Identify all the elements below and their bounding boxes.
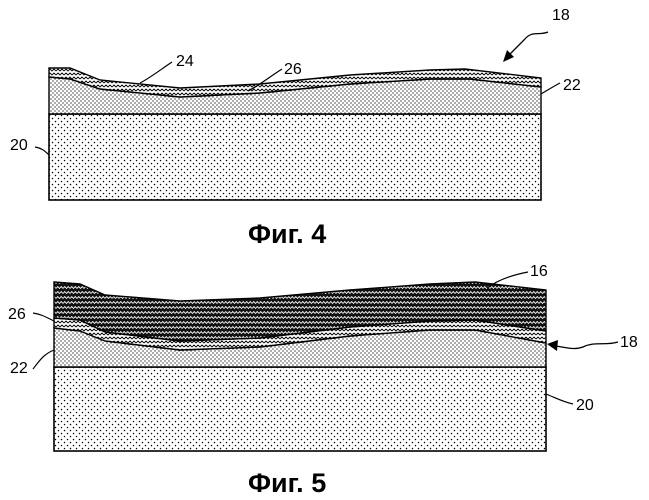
fig5-label-20: 20 — [576, 397, 594, 414]
fig5-substrate-layer — [54, 367, 546, 451]
fig4-arrow-18 — [508, 32, 548, 56]
fig4-leader-20 — [35, 147, 49, 155]
fig4-label-20: 20 — [10, 137, 28, 154]
fig5-leader-26 — [33, 313, 54, 321]
fig4-label-26: 26 — [284, 61, 302, 78]
fig4-label-24: 24 — [176, 53, 194, 70]
fig4-leader-22 — [541, 83, 560, 94]
figure-5: 16 26 18 22 20 Фиг. 5 — [8, 263, 638, 498]
figure-4: 24 26 18 22 20 Фиг. 4 — [10, 7, 581, 249]
fig5-label-22: 22 — [10, 360, 28, 377]
fig5-label-26: 26 — [8, 306, 26, 323]
fig4-label-18: 18 — [552, 7, 570, 24]
fig5-leader-20 — [546, 394, 573, 404]
fig5-label-16: 16 — [530, 263, 548, 280]
fig5-leader-22 — [33, 350, 54, 369]
fig4-substrate-layer — [49, 114, 541, 200]
fig5-label-18: 18 — [620, 334, 638, 351]
fig5-arrowhead-18 — [547, 340, 558, 351]
fig5-arrow-18 — [556, 342, 618, 349]
fig4-caption: Фиг. 4 — [248, 219, 326, 249]
fig5-caption: Фиг. 5 — [248, 468, 326, 498]
fig4-leader-24 — [140, 62, 172, 83]
fig4-label-22: 22 — [563, 77, 581, 94]
